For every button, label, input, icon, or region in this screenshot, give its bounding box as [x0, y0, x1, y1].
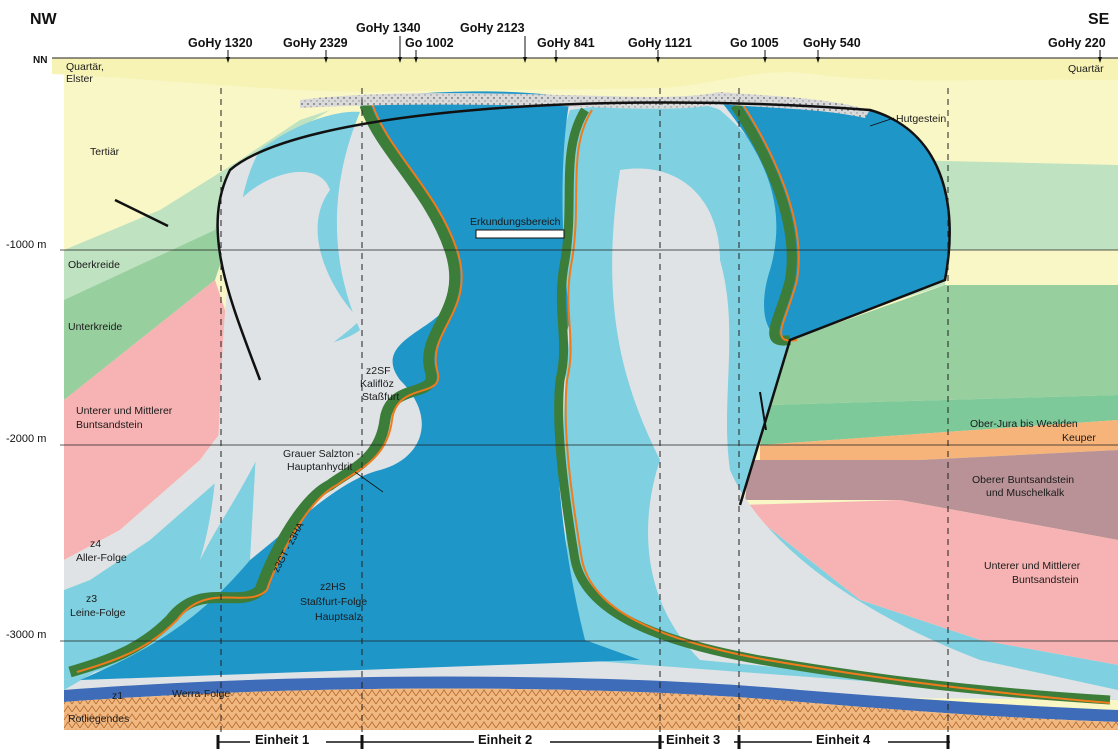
einheit-bg-3 — [664, 731, 734, 747]
borehole-label: GoHy 1340 — [356, 21, 421, 35]
label-buntsandstein-left-1: Unterer und Mittlerer — [76, 405, 173, 417]
einheit-label-1: Einheit 1 — [255, 732, 309, 747]
label-keuper: Keuper — [1062, 432, 1096, 444]
label-kalifloez: Kaliflöz — [360, 378, 394, 390]
label-unterkreide: Unterkreide — [68, 321, 122, 333]
borehole-marker — [656, 57, 660, 63]
hutgestein-pointer — [869, 117, 895, 127]
borehole-marker — [414, 57, 418, 63]
borehole-label: Go 1002 — [405, 36, 454, 50]
label-erkundungsbereich: Erkundungsbereich — [470, 216, 561, 228]
anhydrite-band-center-rim — [564, 109, 1111, 704]
label-oberkreide: Oberkreide — [68, 259, 120, 271]
layer-keuper-right — [760, 420, 1118, 460]
borehole-label: GoHy 1121 — [628, 36, 692, 50]
layer-quaternary — [52, 58, 1118, 92]
label-oberjura: Ober-Jura bis Wealden — [970, 418, 1078, 430]
borehole-label: GoHy 2123 — [460, 21, 525, 35]
label-rotliegendes: Rotliegendes — [68, 713, 129, 725]
borehole-label: GoHy 1320 — [188, 36, 253, 50]
layer-werra — [64, 676, 1118, 722]
unit-boundaries — [220, 88, 949, 735]
einheit-label-3: Einheit 3 — [666, 732, 720, 747]
depth-label-2000: -2000 m — [6, 433, 46, 445]
einheit-bg-4 — [812, 731, 888, 747]
layer-oberer-bunt-right — [745, 450, 1118, 540]
label-buntsandstein-right-2: Buntsandstein — [1012, 574, 1079, 586]
borehole-label: GoHy 540 — [803, 36, 861, 50]
label-grauer-salzton: Grauer Salzton - — [283, 448, 361, 460]
label-quartaer-right: Quartär — [1068, 63, 1104, 75]
layer-rotliegendes — [64, 688, 1118, 730]
borehole-markers — [226, 57, 1102, 63]
salt-dome-aller-core-left — [200, 171, 360, 561]
einheit-label-4: Einheit 4 — [816, 732, 871, 747]
erkundungsbereich-box — [475, 229, 565, 239]
layer-aller-left — [64, 380, 260, 590]
borehole-label: GoHy 841 — [537, 36, 595, 50]
borehole-stems — [227, 36, 1101, 58]
depth-label-1000: -1000 m — [6, 239, 46, 251]
borehole-marker — [398, 57, 402, 63]
einheit-bg-1 — [250, 731, 326, 747]
layer-buntsandstein-right — [740, 500, 1118, 665]
sea-level-label: NN — [33, 55, 47, 66]
layer-oberjura-right — [760, 395, 1118, 445]
label-stassfurt-folge: Staßfurt-Folge — [300, 596, 367, 608]
salzton-pointer — [354, 471, 384, 493]
borehole-label: GoHy 2329 — [283, 36, 348, 50]
cap-rock — [300, 92, 870, 118]
direction-nw: NW — [30, 11, 58, 28]
label-werra: Werra-Folge — [172, 688, 230, 700]
anhydrite-band-right-rim — [741, 102, 800, 342]
layer-buntsandstein-left — [64, 280, 260, 560]
label-oberer-bunt-1: Oberer Buntsandstein — [972, 474, 1074, 486]
label-z2hs: z2HS — [320, 581, 346, 593]
label-z3: z3 — [86, 593, 97, 605]
direction-se: SE — [1088, 11, 1110, 28]
borehole-label: Go 1005 — [730, 36, 779, 50]
label-hauptsalz: Hauptsalz — [315, 611, 362, 623]
borehole-marker — [763, 57, 767, 63]
borehole-marker — [226, 57, 230, 63]
label-hutgestein: Hutgestein — [896, 113, 946, 125]
label-buntsandstein-right-1: Unterer und Mittlerer — [984, 560, 1081, 572]
borehole-marker — [1098, 57, 1102, 63]
depth-label-3000: -3000 m — [6, 629, 46, 641]
borehole-marker — [554, 57, 558, 63]
label-elster: Elster — [66, 73, 93, 85]
borehole-marker — [523, 57, 527, 63]
borehole-marker — [324, 57, 328, 63]
borehole-marker — [816, 57, 820, 63]
einheit-label-2: Einheit 2 — [478, 732, 532, 747]
fault-line-right — [759, 391, 767, 431]
anhydrite-band-right — [730, 102, 797, 346]
label-buntsandstein-left-2: Buntsandstein — [76, 419, 143, 431]
label-aller: Aller-Folge — [76, 552, 127, 564]
salt-dome-hauptsalz — [80, 91, 640, 681]
label-oberer-bunt-2: und Muschelkalk — [986, 487, 1065, 499]
label-z1: z1 — [112, 690, 123, 702]
salt-dome-hauptsalz-right — [720, 100, 950, 340]
layer-unterkreide-right — [770, 285, 1118, 405]
label-hauptanhydrit: Hauptanhydrit — [287, 461, 352, 473]
borehole-label: GoHy 220 — [1048, 36, 1106, 50]
fault-line-left — [114, 198, 169, 228]
label-z2sf: z2SF — [366, 365, 391, 377]
label-z4: z4 — [90, 538, 101, 550]
label-quartaer-left: Quartär, — [66, 61, 104, 73]
salt-dome-outline — [216, 101, 951, 506]
label-leine: Leine-Folge — [70, 607, 126, 619]
label-stassfurt: Staßfurt — [362, 391, 399, 403]
einheit-bg-2 — [474, 731, 550, 747]
salt-dome-aller-core-right — [612, 168, 1118, 700]
label-tertiaer: Tertiär — [90, 146, 120, 158]
layer-oberkreide-left — [64, 110, 330, 300]
